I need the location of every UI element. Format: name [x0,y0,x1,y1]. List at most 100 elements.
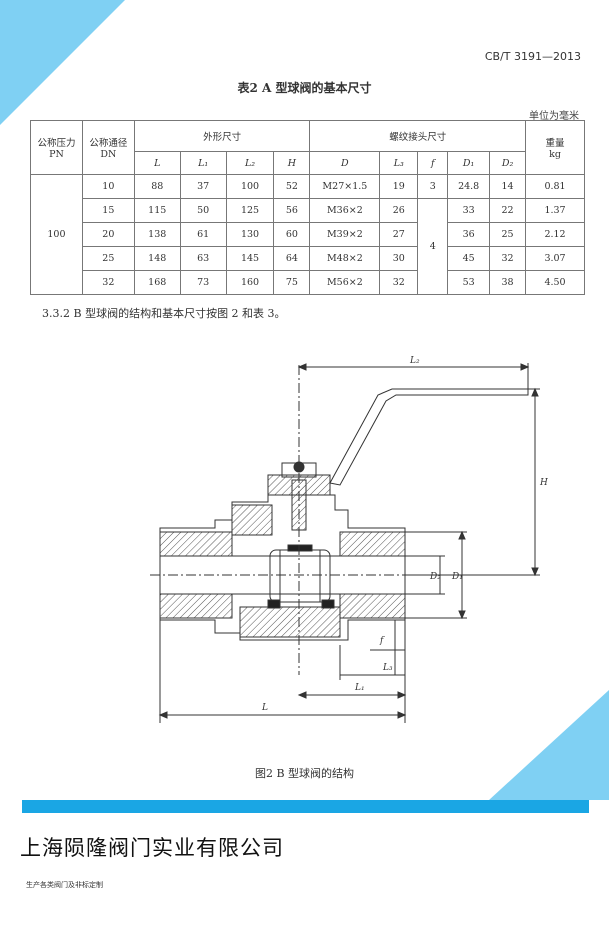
cell-l2: 145 [225,246,275,271]
right-end-upper [339,531,406,557]
standard-code: CB/T 3191—2013 [484,50,581,63]
cell-l2: 100 [225,174,275,199]
cell-l2: 125 [225,198,275,223]
cell-dn: 32 [81,270,135,295]
cell-l1: 73 [179,270,227,295]
left-end-lower [159,593,233,619]
cell-l: 168 [133,270,181,295]
subheader-f: f [417,151,449,175]
cell-l3: 32 [379,270,419,295]
cell-f: 3 [417,174,449,199]
cell-dn: 20 [81,222,135,247]
table-row: 25 148 63 145 64 M48×2 30 45 32 3.07 [31,246,585,271]
figure-caption: 图2 B 型球阀的结构 [254,767,355,780]
subheader-d1: D₁ [447,151,491,175]
right-end-lower [339,593,406,619]
cell-weight: 3.07 [525,246,585,271]
cell-l: 138 [133,222,181,247]
footer-divider-bar [22,800,589,813]
body-upper [231,504,273,536]
dim-label-h: H [539,478,548,488]
cell-h: 56 [273,198,311,223]
cell-f-shared: 4 [417,198,449,295]
cell-l3: 30 [379,246,419,271]
seat-upper [287,544,313,552]
dim-label-d2: D₂ [429,572,441,582]
company-name: 上海陨隆阀门实业有限公司 [20,836,284,860]
seat-lower-right [321,599,335,609]
cell-l1: 63 [179,246,227,271]
cell-l: 148 [133,246,181,271]
cell-d: M27×1.5 [309,174,381,199]
subheader-l1: L₁ [179,151,227,175]
cell-d1: 24.8 [447,174,491,199]
header-outer-dimensions: 外形尺寸 [133,120,311,152]
cell-l3: 26 [379,198,419,223]
dim-label-l2: L₂ [409,356,420,366]
subheader-h: H [273,151,311,175]
cell-d: M36×2 [309,198,381,223]
subheader-l: L [133,151,181,175]
cell-l: 88 [133,174,181,199]
cell-h: 64 [273,246,311,271]
table-row: 32 168 73 160 75 M56×2 32 53 38 4.50 [31,270,585,295]
cell-weight: 4.50 [525,270,585,295]
body-lower [239,606,341,638]
subheader-d: D [309,151,381,175]
pn-value: 100 [30,174,83,295]
cell-l2: 130 [225,222,275,247]
cell-d: M39×2 [309,222,381,247]
cell-l: 115 [133,198,181,223]
cell-h: 75 [273,270,311,295]
section-note: 3.3.2 B 型球阀的结构和基本尺寸按图 2 和表 3。 [42,307,286,320]
cell-d: M48×2 [309,246,381,271]
dim-label-l3: L₃ [382,663,393,673]
cell-l1: 37 [179,174,227,199]
cell-l1: 61 [179,222,227,247]
cell-h: 60 [273,222,311,247]
cell-l3: 27 [379,222,419,247]
cell-d1: 53 [447,270,491,295]
subheader-d2: D₂ [489,151,527,175]
cell-l1: 50 [179,198,227,223]
table-row: 15 115 50 125 56 M36×2 26 4 33 22 1.37 [31,198,585,295]
cell-d2: 14 [489,174,527,199]
dim-label-d1: D₁ [451,572,463,582]
cell-weight: 0.81 [525,174,585,199]
table-row: 20 138 61 130 60 M39×2 27 36 25 2.12 [31,222,585,247]
cell-d1: 36 [447,222,491,247]
left-end-upper [159,531,233,557]
dim-label-f: f [379,636,385,646]
cell-d2: 32 [489,246,527,271]
subheader-l3: L₃ [379,151,419,175]
cell-weight: 2.12 [525,222,585,247]
cell-d: M56×2 [309,270,381,295]
cell-dn: 15 [81,198,135,223]
header-thread-dimensions: 螺纹接头尺寸 [309,120,527,152]
corner-decoration-bottom-right [489,690,609,800]
dim-label-l: L [261,703,268,713]
handle-lever [329,388,529,486]
subheader-l2: L₂ [225,151,275,175]
cell-weight: 1.37 [525,198,585,223]
table-row: 100 10 88 37 100 52 M27×1.5 19 3 24.8 14… [30,174,585,295]
cell-d2: 25 [489,222,527,247]
cell-h: 52 [273,174,311,199]
cell-dn: 10 [81,174,135,199]
cell-d2: 38 [489,270,527,295]
corner-decoration-top-left [0,0,125,125]
cell-d1: 33 [447,198,491,223]
unit-label: 单位为毫米 [529,111,579,122]
seat-lower [267,599,281,609]
table-title: 表2 A 型球阀的基本尺寸 [237,81,372,95]
cell-d1: 45 [447,246,491,271]
company-tagline: 生产各类阀门及非标定制 [26,881,103,889]
ball-valve-drawing: L₂ H D₂ D₁ f L₃ L₁ L [150,356,548,723]
cell-l3: 19 [379,174,419,199]
cell-l2: 160 [225,270,275,295]
cell-dn: 25 [81,246,135,271]
